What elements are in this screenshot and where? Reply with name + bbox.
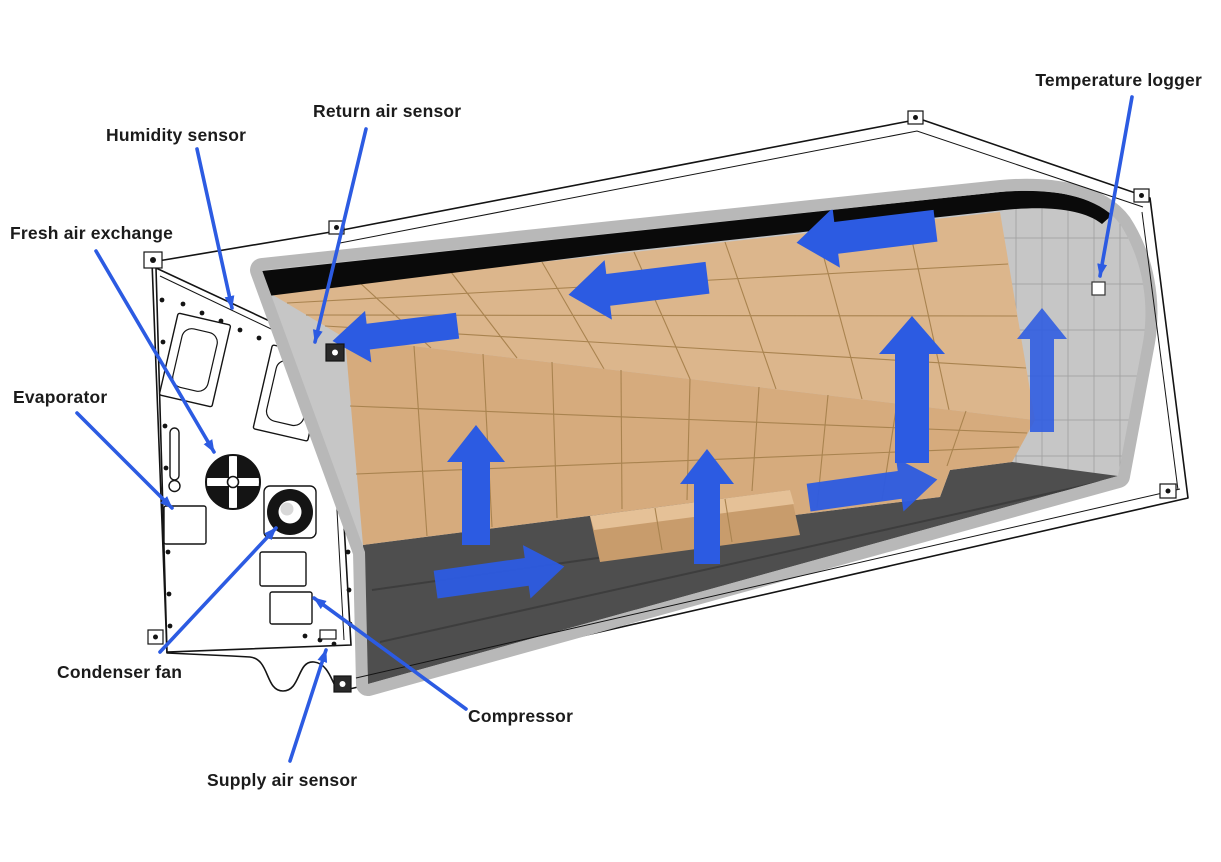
evaporator-panel	[163, 505, 207, 545]
label-humidity-sensor: Humidity sensor	[106, 125, 247, 145]
cutaway-interior	[262, 190, 1146, 685]
airflow-arrow-up-front-left	[447, 425, 505, 545]
airflow-arrow-up-end-wall	[1017, 308, 1067, 432]
label-fresh-air-exchange: Fresh air exchange	[10, 223, 174, 243]
fresh-air-fan	[203, 452, 263, 512]
airflow-arrow-top-center	[568, 260, 710, 320]
leader-condenser-fan	[158, 526, 278, 654]
supply-air-vent	[319, 629, 337, 640]
frame-details	[339, 130, 1181, 679]
leader-fresh-air-exchange	[94, 249, 216, 454]
airflow-arrow-floor-front	[433, 545, 565, 599]
cargo-lower-tier-ledge	[590, 490, 794, 530]
cargo-lower-grid	[654, 498, 733, 551]
airflow-arrow-floor-rear	[806, 458, 938, 512]
airflow-arrow-up-rear	[879, 316, 945, 463]
leader-temperature-logger	[1097, 95, 1134, 278]
airflow-arrow-up-center	[680, 449, 734, 564]
airflow-arrow-top-rear	[796, 208, 938, 268]
temperature-probe	[168, 427, 181, 493]
leader-compressor	[312, 596, 468, 711]
label-compressor: Compressor	[468, 706, 574, 726]
label-condenser-fan: Condenser fan	[57, 662, 183, 682]
condenser-fan	[263, 485, 317, 539]
label-temperature-logger: Temperature logger	[1035, 70, 1202, 90]
leader-humidity-sensor	[195, 147, 235, 310]
interior-floor	[363, 462, 1118, 684]
label-return-air-sensor: Return air sensor	[313, 101, 462, 121]
leader-evaporator	[75, 411, 174, 510]
label-supply-air-sensor: Supply air sensor	[207, 770, 358, 790]
leader-return-air-sensor	[312, 127, 368, 344]
airflow-arrows	[332, 208, 1067, 599]
compressor-panel-lower	[269, 591, 313, 625]
compressor-panel-upper	[259, 551, 307, 587]
corner-castings	[143, 110, 1177, 693]
leader-lines	[75, 95, 1134, 763]
label-evaporator: Evaporator	[13, 387, 108, 407]
leader-supply-air-sensor	[288, 648, 328, 763]
airflow-arrow-top-near-unit	[332, 310, 460, 363]
temperature-logger-device	[1091, 281, 1106, 296]
